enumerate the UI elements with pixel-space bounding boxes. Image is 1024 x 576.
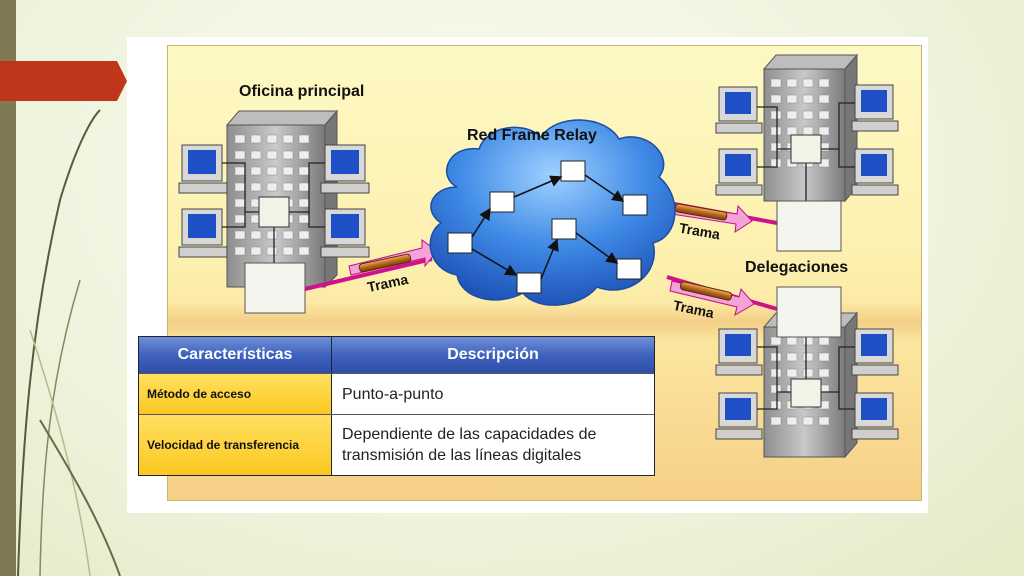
cloud-nodes [447, 160, 648, 294]
frame-capsule-left [348, 239, 438, 276]
frame-relay-diagram [178, 53, 899, 459]
branch1-switch [790, 134, 822, 164]
branch2-switch [790, 378, 822, 408]
main-office-computers [178, 144, 370, 258]
table-row-value-transfer-speed: Dependiente de las capacidades de transm… [332, 415, 654, 475]
table-row-value-access-method: Punto-a-punto [332, 374, 654, 414]
branch2-computers [715, 328, 899, 440]
table-divider [139, 373, 654, 374]
frame-capsule-right-top [664, 202, 753, 234]
table-header-characteristics: Características [139, 337, 332, 373]
decorative-curves [17, 109, 121, 576]
branch1-router [776, 200, 842, 252]
left-accent-bar [0, 0, 16, 576]
main-office-network-devices [222, 162, 325, 263]
title-tab-marker [0, 61, 127, 101]
table-header-description: Descripción [332, 337, 654, 373]
table-row-key-access-method: Método de acceso [139, 374, 332, 414]
branch2-wiring [757, 337, 855, 410]
cloud-paths [471, 174, 625, 280]
branch1-building [762, 53, 859, 203]
branch1-computers [715, 84, 899, 196]
characteristics-table: Características Descripción Método de ac… [138, 336, 655, 476]
main-office-switch [258, 196, 290, 228]
table-row-key-transfer-speed: Velocidad de transferencia [139, 415, 332, 475]
frame-capsule-right-bottom [669, 280, 755, 317]
network-label: Red Frame Relay [467, 127, 597, 144]
branches-label: Delegaciones [745, 259, 849, 276]
main-office-router [244, 262, 306, 314]
main-office-label: Oficina principal [239, 83, 365, 100]
table-divider [139, 414, 654, 415]
link-main-to-cloud [304, 257, 433, 291]
branch1-wiring [757, 102, 855, 201]
branch2-router [776, 286, 842, 338]
